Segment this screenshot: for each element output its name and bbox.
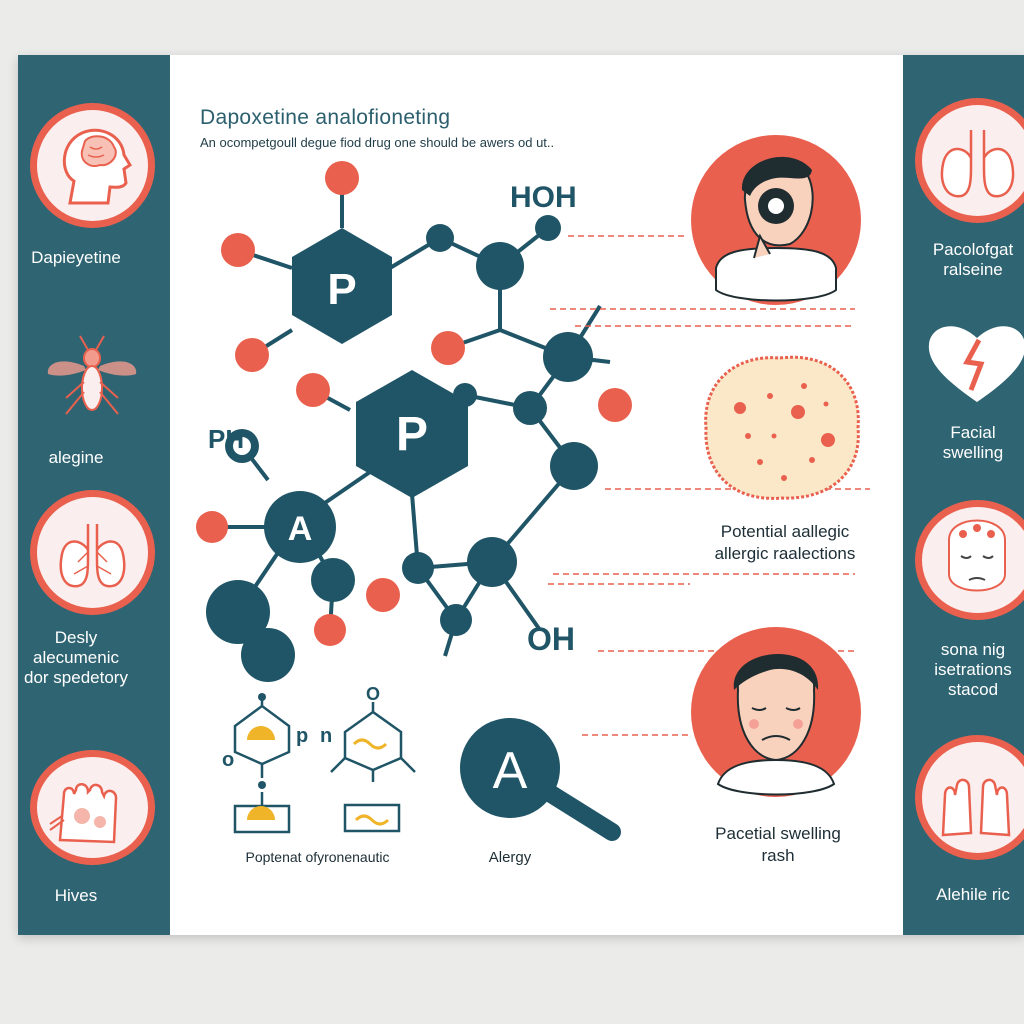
atom-teal <box>311 558 355 602</box>
atom-red <box>366 578 400 612</box>
small-structure-2 <box>330 702 416 833</box>
atom-teal <box>264 491 336 563</box>
atom-teal <box>440 604 472 636</box>
right-label-1: Pacolofgat ralseine <box>932 240 1014 279</box>
atom-teal <box>476 242 524 290</box>
atom-teal <box>513 391 547 425</box>
doctor-magnifier-icon <box>691 135 861 305</box>
sad-man-icon <box>691 627 861 797</box>
atom-teal <box>206 580 270 644</box>
small-letter-o: o <box>222 749 234 771</box>
atom-red <box>325 161 359 195</box>
label-oh: OH <box>527 621 575 657</box>
small-letter-p: p <box>296 725 308 747</box>
atom-red <box>296 373 330 407</box>
magnifier-caption: Alergy <box>488 849 532 866</box>
insect-icon <box>30 318 155 428</box>
left-label-1: Dapieyetine <box>31 248 121 267</box>
atom-red <box>598 388 632 422</box>
broken-heart-icon <box>915 310 1024 410</box>
ring-label-lower: P <box>396 408 428 461</box>
atom-teal <box>426 224 454 252</box>
atom-teal <box>550 442 598 490</box>
molecule-red-atoms <box>196 161 632 646</box>
atom-red <box>314 614 346 646</box>
atom-teal <box>535 215 561 241</box>
head-brain-icon <box>30 103 155 228</box>
atom-red <box>196 511 228 543</box>
small-letter-o-top: O <box>366 684 380 704</box>
page-subtitle: An ocompetgoull degue fiod drug one shou… <box>200 135 555 150</box>
atom-red <box>221 233 255 267</box>
atom-teal <box>402 552 434 584</box>
rash-caption: Potential aallegic allergic raalections <box>714 522 856 563</box>
atom-teal <box>467 537 517 587</box>
left-label-3: Desly alecumenic dor spedetory <box>24 628 128 687</box>
ring-label-upper: P <box>327 265 356 314</box>
right-label-3: sona nig isetrations stacod <box>934 640 1012 699</box>
magnifier-icon <box>460 718 621 841</box>
hands-icon <box>915 735 1024 860</box>
swelling-caption: Pacetial swelling rash <box>715 824 841 865</box>
label-hoh: HOH <box>510 181 577 214</box>
atom-teal <box>453 383 477 407</box>
face-swelling-icon <box>915 500 1024 620</box>
label-ph: PH <box>208 424 244 454</box>
right-label-2: Facial swelling <box>942 423 1004 462</box>
atom-label-a: A <box>288 510 313 548</box>
page-title: Dapoxetine analofioneting <box>200 106 451 129</box>
small-letter-n: n <box>320 725 332 747</box>
right-label-4: Alehile ric <box>936 885 1010 904</box>
atom-ring-white <box>233 437 251 455</box>
atom-teal <box>543 332 593 382</box>
hands-rash-icon <box>30 750 155 865</box>
molecule-ring-upper <box>292 228 392 344</box>
right-lungs-icon <box>915 98 1024 223</box>
molecule-teal-atoms <box>206 215 598 682</box>
atom-red <box>431 331 465 365</box>
lungs-icon <box>30 490 155 615</box>
left-label-2: alegine <box>48 448 104 467</box>
left-label-4: Hives <box>54 886 98 905</box>
structures-caption: Poptenat ofyronenautic <box>245 849 390 865</box>
magnifier-letter: A <box>493 742 528 800</box>
molecule-ring-lower <box>356 370 468 498</box>
skin-rash-icon <box>704 355 860 500</box>
atom-red <box>235 338 269 372</box>
atom-teal <box>241 628 295 682</box>
